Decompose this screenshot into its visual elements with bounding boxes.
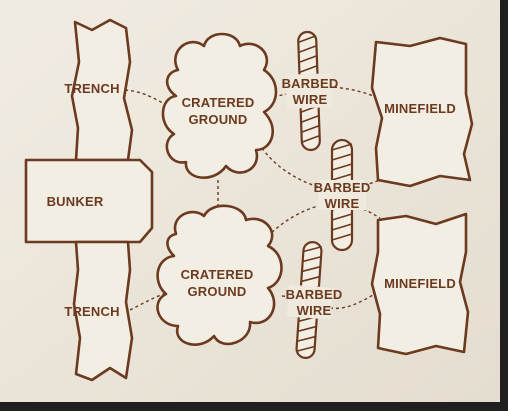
cratered-ground-bottom-zone[interactable]	[156, 204, 283, 346]
barbed-wire-middle-line2: WIRE	[325, 196, 360, 211]
cratered-ground-top-line1: CRATERED	[182, 95, 255, 110]
cratered-ground-bottom-line1: CRATERED	[181, 267, 254, 282]
cratered-ground-top-line2: GROUND	[189, 112, 248, 127]
barbed-wire-middle-line1: BARBED	[314, 180, 371, 195]
barbed-wire-bottom-zone[interactable]	[284, 241, 336, 360]
minefield-top-label: MINEFIELD	[384, 101, 456, 116]
barbed-wire-bottom-line1: BARBED	[286, 287, 343, 302]
trench-top-label: TRENCH	[64, 81, 119, 96]
link-wire-top-minefield-top	[321, 85, 379, 99]
barbed-wire-middle-zone[interactable]	[318, 138, 366, 252]
bunker-zone[interactable]	[24, 158, 154, 244]
trench-top-zone[interactable]	[70, 18, 134, 162]
bunker-label: BUNKER	[47, 194, 104, 209]
minefield-bottom-zone[interactable]	[370, 212, 470, 356]
cratered-ground-bottom-line2: GROUND	[188, 284, 247, 299]
trench-bottom-label: TRENCH	[64, 304, 119, 319]
barbed-wire-top-line1: BARBED	[282, 76, 339, 91]
minefield-bottom-label: MINEFIELD	[384, 276, 456, 291]
barbed-wire-bottom-line2: WIRE	[297, 303, 332, 318]
cratered-ground-top-zone[interactable]	[161, 32, 278, 179]
link-crater-top-wire-middle	[261, 147, 323, 189]
minefield-top-zone[interactable]	[370, 36, 474, 188]
trench-bottom-zone[interactable]	[72, 240, 134, 382]
barbed-wire-top-line2: WIRE	[293, 92, 328, 107]
barbed-wire-top-zone[interactable]	[284, 30, 334, 152]
